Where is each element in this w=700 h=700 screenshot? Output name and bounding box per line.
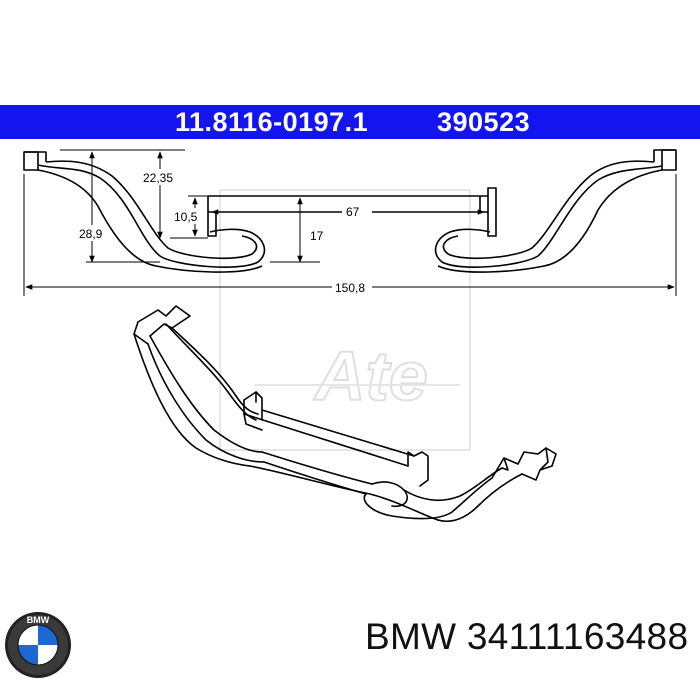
reference-number: 390523	[437, 107, 531, 137]
dim-28-9: 28,9	[79, 227, 103, 241]
header-bar: 11.8116-0197.1 390523	[0, 105, 700, 139]
svg-text:Ate: Ate	[313, 337, 428, 415]
dim-17: 17	[310, 229, 324, 243]
svg-text:BMW: BMW	[27, 615, 50, 625]
part-number: 11.8116-0197.1	[175, 107, 369, 137]
dim-22-35: 22,35	[143, 171, 173, 185]
bmw-roundel-icon: BMW	[5, 612, 71, 678]
dim-10-5: 10,5	[174, 210, 198, 224]
dimension-labels: 28,9 22,35 10,5 67 17 150,8	[78, 169, 372, 295]
ate-watermark: Ate	[219, 189, 471, 451]
part-label: BMW 34111163488	[365, 616, 689, 657]
dimension-lines	[23, 149, 677, 296]
dim-150-8: 150,8	[335, 281, 365, 295]
dim-67: 67	[346, 205, 360, 219]
spring-isometric-view	[133, 305, 557, 522]
